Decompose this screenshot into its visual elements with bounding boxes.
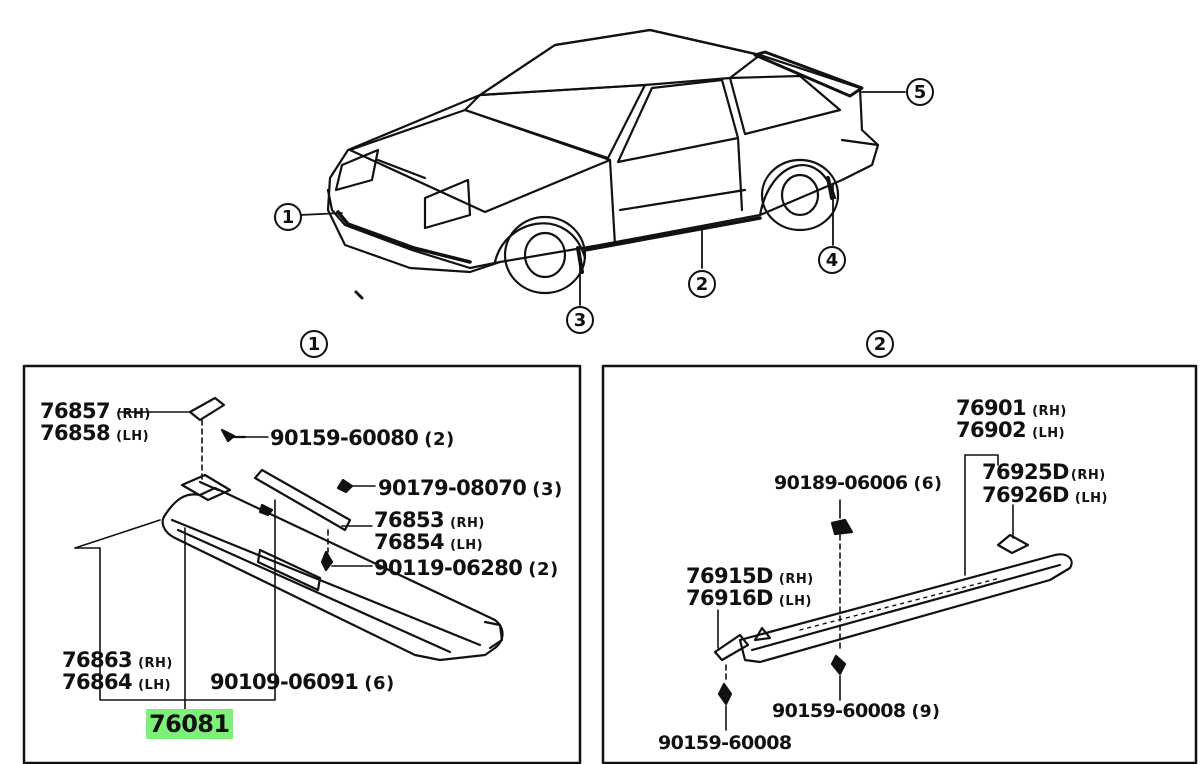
panel1-title: 1 <box>300 330 328 358</box>
part-76902: 76902(LH) <box>956 418 1066 442</box>
panel1-artwork <box>74 396 504 713</box>
part-90159-60008: 90159-60008 <box>658 732 792 754</box>
panel1-frame <box>22 364 582 764</box>
part-90159-60080: 90159-60080(2) <box>270 426 455 450</box>
part-90189-06006: 90189-06006(6) <box>774 472 943 494</box>
callout-leaders <box>299 91 906 306</box>
part-76926D: 76926D(LH) <box>982 483 1108 507</box>
panel2-frame <box>601 364 1198 764</box>
part-76857: 76857(RH) <box>40 399 151 423</box>
part-76863: 76863(RH) <box>62 648 173 672</box>
callout-2: 2 <box>688 270 716 298</box>
part-90159-60008-qty: 90159-60008(9) <box>772 700 941 722</box>
part-76858: 76858(LH) <box>40 421 150 445</box>
part-90109-06091: 90109-06091(6) <box>210 670 395 694</box>
callout-3: 3 <box>566 306 594 334</box>
part-76925D: 76925D(RH) <box>982 460 1106 484</box>
part-76853: 76853(RH) <box>374 508 485 532</box>
car-illustration <box>326 28 880 300</box>
callout-5: 5 <box>906 78 934 106</box>
callout-4: 4 <box>818 246 846 274</box>
part-90179-08070: 90179-08070(3) <box>378 476 563 500</box>
part-76916D: 76916D(LH) <box>686 586 812 610</box>
part-76915D: 76915D(RH) <box>686 564 814 588</box>
panel2-title: 2 <box>866 330 894 358</box>
part-76854: 76854(LH) <box>374 530 484 554</box>
part-90119-06280: 90119-06280(2) <box>374 556 559 580</box>
panel2-artwork <box>713 454 1073 731</box>
part-76901: 76901(RH) <box>956 396 1067 420</box>
part-76864: 76864(LH) <box>62 670 172 694</box>
callout-1: 1 <box>274 203 302 231</box>
part-76081: 76081 <box>146 709 233 739</box>
